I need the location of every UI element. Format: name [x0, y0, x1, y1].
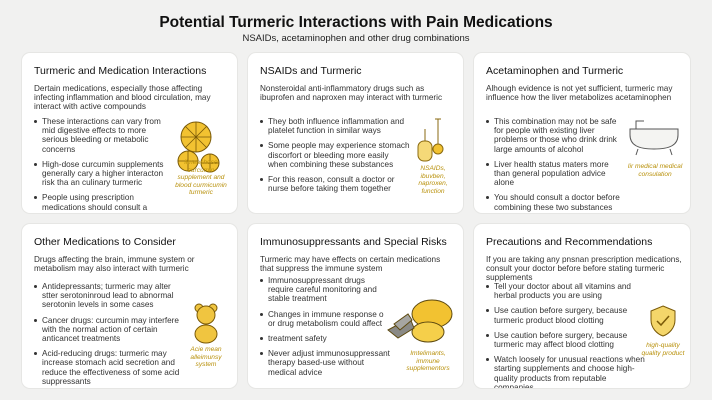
list-item: Tell your doctor about all vitamins and …: [486, 282, 648, 300]
bullet-list: This combination may not be safe for peo…: [486, 117, 626, 213]
bear-figure-icon: [194, 303, 218, 344]
turmeric-roots-icon: [387, 299, 453, 343]
card-title: Acetaminophen and Turmeric: [486, 65, 624, 77]
shield-check-icon: [650, 305, 676, 337]
list-item: This combination may not be safe for peo…: [486, 117, 626, 154]
card-immunosuppressants: Immunosuppressants and Special Risks Tur…: [248, 224, 463, 388]
card-title: Immunosuppressants and Special Risks: [260, 236, 447, 248]
bullet-list: Antidepressants; turmeric may alter stte…: [34, 282, 184, 388]
list-item: treatment safety: [260, 334, 390, 343]
bathtub-liver-icon: [629, 120, 679, 156]
list-item: High-dose curcumin supplements generally…: [34, 160, 172, 188]
card-acetaminophen: Acetaminophen and Turmeric Alhough evide…: [474, 53, 690, 213]
card-medication-interactions: Turmeric and Medication Interactions Der…: [22, 53, 237, 213]
card-title: Precautions and Recommendations: [486, 236, 653, 248]
list-item: These interactions can vary from mid dig…: [34, 117, 172, 154]
list-item: Use caution before surgery, because turm…: [486, 331, 648, 349]
illustration-caption: Acie mean alleimunsy system: [190, 346, 222, 369]
card-intro: Alhough evidence is not yet sufficient, …: [486, 84, 673, 103]
illustration-caption: Imtelimants, immune supplementors: [406, 350, 450, 373]
card-intro: Turmeric may have effects on certain med…: [260, 255, 441, 274]
illustration-caption: NSAIDs, ibuvben, naproxen, function: [418, 165, 448, 195]
list-item: Use caution before surgery, because turm…: [486, 306, 648, 325]
list-item: You should consult a doctor before combi…: [486, 193, 626, 212]
card-intro: If you are taking any pnsnan prescriptio…: [486, 255, 682, 283]
card-precautions: Precautions and Recommendations If you a…: [474, 224, 690, 388]
page-title: Potential Turmeric Interactions with Pai…: [159, 14, 553, 31]
card-intro: Dertain medications, especially those af…: [34, 84, 211, 112]
list-item: Antidepressants; turmeric may alter stte…: [34, 282, 184, 310]
bullet-list: These interactions can vary from mid dig…: [34, 117, 172, 213]
page-subtitle: NSAIDs, acetaminophen and other drug com…: [242, 33, 470, 44]
card-intro: Nonsteroidal anti-inflammatory drugs suc…: [260, 84, 443, 103]
list-item: They both influence inflammation and pla…: [260, 117, 410, 135]
card-other-medications: Other Medications to Consider Drugs affe…: [22, 224, 237, 388]
list-item: Cancer drugs: curcumin may interfere wit…: [34, 316, 184, 344]
bullet-list: Immunosuppressant drugs require careful …: [260, 276, 390, 383]
dropper-bottle-icon: [417, 118, 444, 162]
card-intro: Drugs affecting the brain, immune system…: [34, 255, 195, 274]
illustration-caption: high-quality quality product: [641, 342, 685, 357]
illustration-caption: Iir medical medical consulation: [627, 163, 683, 178]
card-title: NSAIDs and Turmeric: [260, 65, 362, 77]
list-item: Changes in immune response o or drug met…: [260, 310, 390, 328]
illustration-caption: ilmeachose curcumin supplement and blood…: [175, 159, 227, 197]
card-title: Turmeric and Medication Interactions: [34, 65, 207, 77]
list-item: People using prescription medications sh…: [34, 193, 172, 213]
card-title: Other Medications to Consider: [34, 236, 176, 248]
card-nsaids: NSAIDs and Turmeric Nonsteroidal anti-in…: [248, 53, 463, 213]
list-item: Acid-reducing drugs: turmeric may increa…: [34, 349, 184, 386]
list-item: Watch loosely for unusual reactions when…: [486, 355, 648, 388]
list-item: Liver health status maters more than gen…: [486, 160, 626, 188]
list-item: Never adjust immunosuppressant therapy b…: [260, 349, 390, 377]
list-item: For this reason, consult a doctor or nur…: [260, 175, 410, 193]
bullet-list: Tell your doctor about all vitamins and …: [486, 282, 648, 388]
bullet-list: They both influence inflammation and pla…: [260, 117, 410, 199]
list-item: Some people may experience stomach disco…: [260, 141, 410, 169]
turmeric-slices-icon: [177, 121, 220, 173]
list-item: Immunosuppressant drugs require careful …: [260, 276, 390, 304]
